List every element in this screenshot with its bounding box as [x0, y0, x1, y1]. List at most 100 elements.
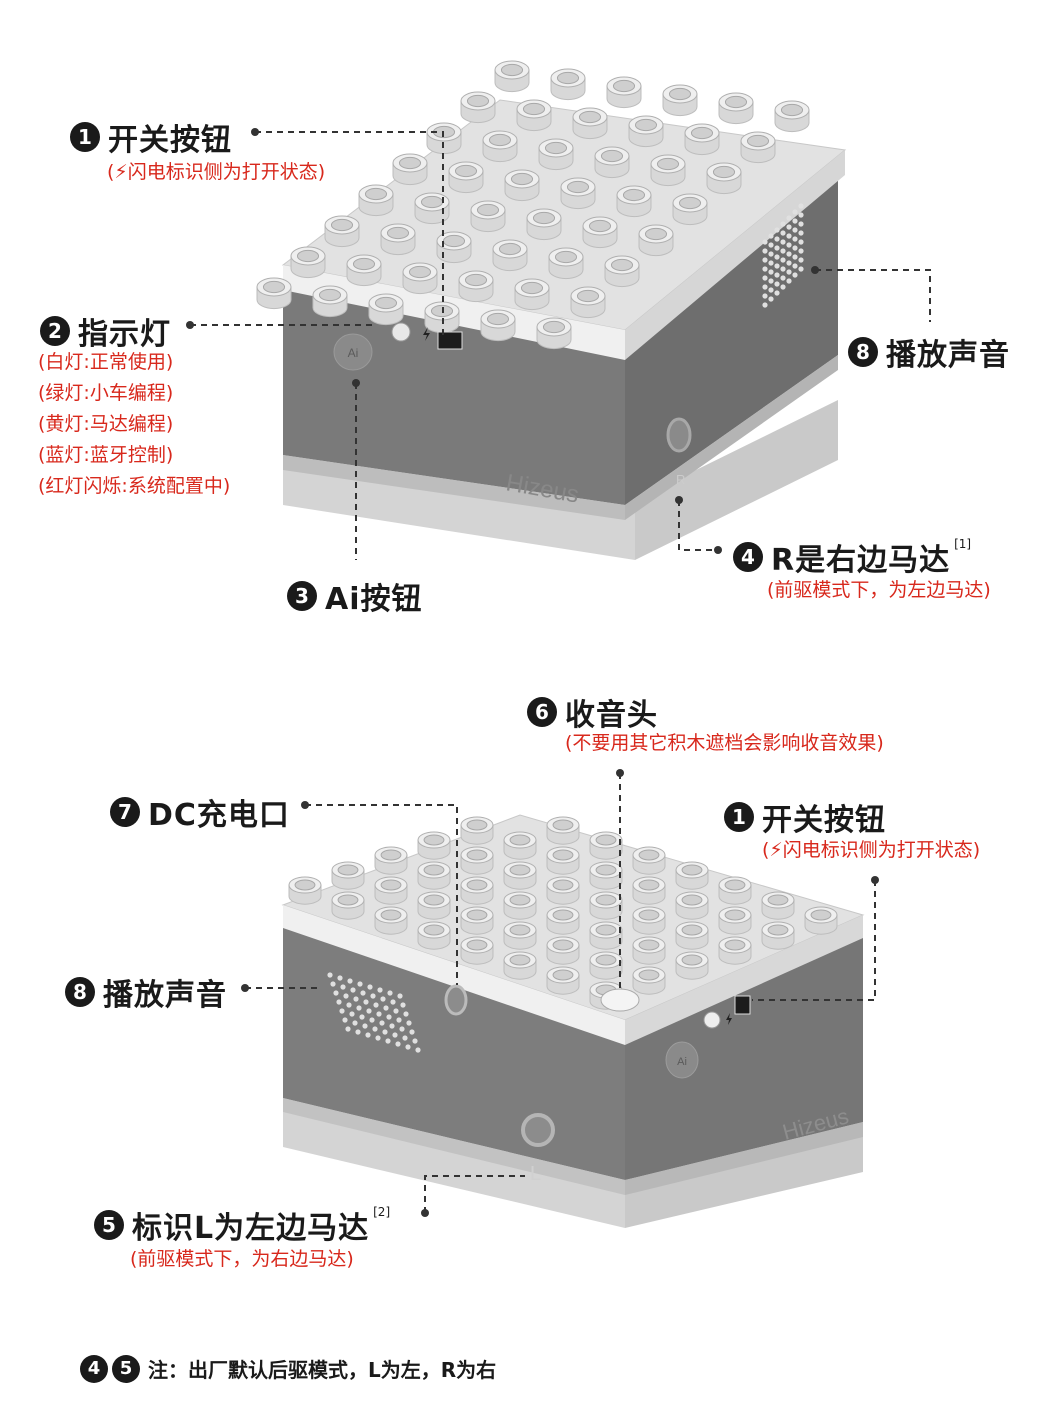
stud: [503, 951, 537, 980]
stud: [480, 309, 516, 342]
indicator-states: (白灯:正常使用) (绿灯:小车编程) (黄灯:马达编程) (蓝灯:蓝牙控制) …: [38, 347, 230, 502]
speaker-hole: [762, 266, 768, 272]
footnote-ref-2: [2]: [373, 1205, 391, 1219]
lightning-icon: ⚡: [769, 839, 783, 861]
ai-button-bottom: [665, 1041, 699, 1079]
speaker-hole: [409, 1029, 415, 1035]
stud: [570, 286, 606, 319]
stud: [774, 100, 810, 133]
stud: [368, 293, 404, 326]
label-switch-bottom: 1 开关按钮: [724, 795, 886, 839]
switch-bottom: [734, 995, 751, 1015]
stud: [346, 254, 382, 287]
badge-1: 1: [70, 122, 100, 152]
badge-5: 5: [94, 1210, 124, 1240]
speaker-hole: [402, 1035, 408, 1041]
indicator-state: (红灯闪烁:系统配置中): [38, 475, 231, 497]
speaker-hole: [376, 1011, 382, 1017]
speaker-hole: [362, 1023, 368, 1029]
indicator-title: 指示灯: [78, 317, 171, 352]
stud: [288, 876, 322, 905]
label-dc: 7 DC充电口: [110, 790, 290, 834]
speaker-hole: [382, 1029, 388, 1035]
speaker-hole: [792, 263, 798, 269]
speaker-hole: [350, 987, 356, 993]
leader-dots: [186, 128, 879, 1217]
right-motor-title: R是右边马达: [771, 543, 951, 578]
badge-3: 3: [287, 581, 317, 611]
stud: [392, 153, 428, 186]
speaker-hole: [353, 996, 359, 1002]
stud: [424, 301, 460, 334]
speaker-hole: [415, 1047, 421, 1053]
speaker-hole: [345, 1026, 351, 1032]
stud: [546, 966, 580, 995]
stud: [546, 936, 580, 965]
stud: [589, 951, 623, 980]
stud: [358, 184, 394, 217]
motor-port-l: [521, 1113, 555, 1147]
stud: [589, 891, 623, 920]
stud: [684, 123, 720, 156]
stud: [546, 906, 580, 935]
speaker-hole: [762, 239, 768, 245]
speaker-hole: [372, 1026, 378, 1032]
speaker-hole: [768, 269, 774, 275]
stud: [632, 966, 666, 995]
speaker-hole: [762, 293, 768, 299]
speaker-hole: [774, 290, 780, 296]
speaker-hole: [786, 251, 792, 257]
stud: [331, 891, 365, 920]
speaker-hole: [792, 209, 798, 215]
badge-5: 5: [112, 1354, 140, 1383]
speaker-hole: [395, 1041, 401, 1047]
speaker-hole: [342, 1017, 348, 1023]
stud: [482, 130, 518, 163]
indicator-state: (蓝灯:蓝牙控制): [38, 444, 174, 466]
speaker-hole: [780, 230, 786, 236]
speaker-hole: [780, 284, 786, 290]
speaker-hole: [786, 242, 792, 248]
switch-title: 开关按钮: [108, 123, 232, 158]
indicator-state: (白灯:正常使用): [38, 351, 174, 373]
speaker-hole: [792, 254, 798, 260]
speaker-hole: [389, 1023, 395, 1029]
stud: [426, 122, 462, 155]
stud: [448, 161, 484, 194]
dc-port: [444, 984, 468, 1016]
speaker-hole: [762, 275, 768, 281]
speaker-hole: [357, 981, 363, 987]
stud: [458, 270, 494, 303]
stud: [740, 131, 776, 164]
speaker-hole: [792, 227, 798, 233]
speaker-title: 播放声音: [886, 338, 1010, 373]
indicator-state: (绿灯:小车编程): [38, 382, 174, 404]
stud: [675, 891, 709, 920]
speaker-title: 播放声音: [103, 978, 227, 1013]
speaker-hole: [762, 302, 768, 308]
bottom-device: Ai L Hizeus: [281, 814, 865, 1228]
stud: [589, 921, 623, 950]
speaker-hole: [798, 248, 804, 254]
speaker-hole: [403, 1011, 409, 1017]
ai-button-title: Ai按钮: [325, 582, 423, 617]
badge-8: 8: [65, 977, 95, 1007]
speaker-hole: [327, 972, 333, 978]
lightning-icon: ⚡: [114, 161, 128, 183]
stud: [572, 107, 608, 140]
speaker-hole: [377, 987, 383, 993]
ai-logo-top: Ai: [348, 346, 359, 360]
stud: [594, 146, 630, 179]
stud: [417, 831, 451, 860]
speaker-hole: [380, 996, 386, 1002]
stud: [402, 262, 438, 295]
speaker-hole: [798, 212, 804, 218]
label-left-motor: 5 标识L为左边马达 [2]: [94, 1203, 390, 1247]
stud: [504, 169, 540, 202]
switch-lightning-top: [423, 327, 430, 341]
stud: [417, 921, 451, 950]
label-right-motor: 4 R是右边马达 [1]: [733, 535, 971, 579]
speaker-hole: [400, 1002, 406, 1008]
speaker-hole: [786, 278, 792, 284]
